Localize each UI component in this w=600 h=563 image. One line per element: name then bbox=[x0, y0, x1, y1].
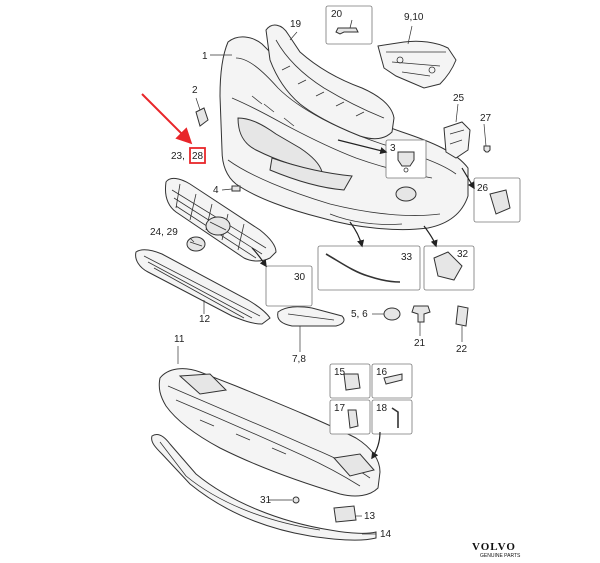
fog-trim-part bbox=[277, 306, 345, 327]
box-26 bbox=[473, 177, 521, 223]
fastener-2-part bbox=[195, 107, 209, 127]
label-1: 1 bbox=[202, 51, 208, 62]
grille-part bbox=[165, 177, 277, 262]
label-31: 31 bbox=[260, 495, 272, 506]
label-23: 23, bbox=[171, 151, 185, 162]
label-21: 21 bbox=[414, 338, 426, 349]
label-11: 11 bbox=[174, 334, 185, 345]
side-bracket-part bbox=[377, 40, 457, 89]
plate-13-part bbox=[333, 505, 357, 523]
box-3 bbox=[385, 139, 427, 179]
box-17 bbox=[329, 399, 371, 435]
lower-grille-part bbox=[135, 249, 271, 325]
brand-sub: GENUINE PARTS bbox=[480, 553, 521, 559]
spoiler-strip-part bbox=[151, 433, 377, 541]
box-20 bbox=[325, 5, 373, 45]
label-12: 12 bbox=[199, 314, 211, 325]
cap-5-6-part bbox=[383, 307, 401, 321]
fastener-27-part bbox=[483, 145, 491, 153]
label-4: 4 bbox=[213, 185, 219, 196]
label-19: 19 bbox=[290, 19, 302, 30]
volvo-logo: VOLVO GENUINE PARTS bbox=[472, 541, 521, 559]
label-26: 26 bbox=[477, 183, 489, 194]
label-5-6: 5, 6 bbox=[351, 309, 368, 320]
label-25: 25 bbox=[453, 93, 465, 104]
undertray-part bbox=[158, 368, 381, 497]
label-33: 33 bbox=[401, 252, 413, 263]
clip-22-part bbox=[455, 305, 469, 327]
label-13: 13 bbox=[364, 511, 376, 522]
label-16: 16 bbox=[376, 367, 388, 378]
label-7-8: 7,8 bbox=[292, 354, 306, 365]
label-20: 20 bbox=[331, 9, 343, 20]
bracket-25-part bbox=[443, 121, 471, 159]
box-33 bbox=[317, 245, 421, 291]
box-18 bbox=[371, 399, 413, 435]
clip-21-part bbox=[411, 305, 431, 323]
label-28: 28 bbox=[192, 151, 204, 162]
brand-name: VOLVO bbox=[472, 541, 516, 553]
label-30: 30 bbox=[294, 272, 306, 283]
label-24-29: 24, 29 bbox=[150, 227, 178, 238]
part-labels: 1 19 20 9,10 2 25 27 3 23, 28 4 26 24, 2… bbox=[150, 9, 492, 540]
label-15: 15 bbox=[334, 367, 346, 378]
box-15 bbox=[329, 363, 371, 399]
bumper-cover-part bbox=[219, 36, 469, 231]
label-22: 22 bbox=[456, 344, 468, 355]
label-9-10: 9,10 bbox=[404, 12, 424, 23]
label-2: 2 bbox=[192, 85, 198, 96]
label-32: 32 bbox=[457, 249, 469, 260]
screw-31-part bbox=[292, 496, 300, 504]
upper-bracket-part bbox=[265, 24, 395, 140]
box-32 bbox=[423, 245, 475, 291]
label-27: 27 bbox=[480, 113, 492, 124]
leader-lines bbox=[177, 25, 487, 535]
label-14: 14 bbox=[380, 529, 392, 540]
fastener-4-part bbox=[231, 185, 241, 192]
box-16 bbox=[371, 363, 413, 399]
box-30 bbox=[265, 265, 313, 307]
emblem-part bbox=[186, 236, 206, 252]
label-17: 17 bbox=[334, 403, 346, 414]
highlight-callout bbox=[141, 93, 206, 164]
label-18: 18 bbox=[376, 403, 388, 414]
label-3: 3 bbox=[390, 143, 396, 154]
